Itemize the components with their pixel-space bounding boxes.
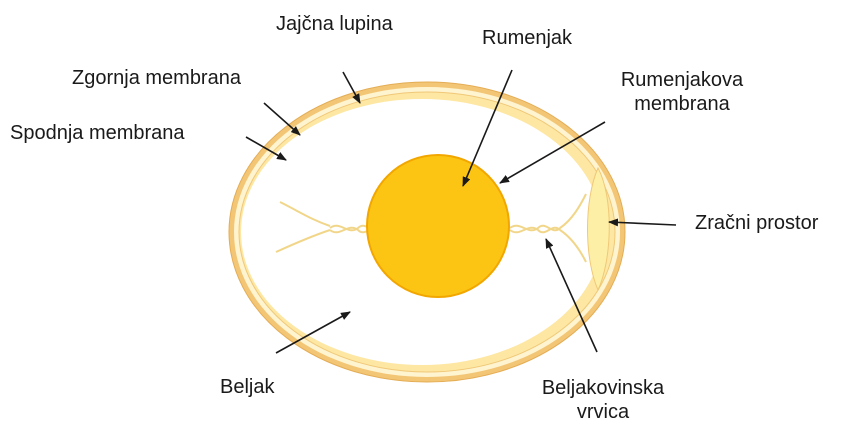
- label-shell: Jajčna lupina: [276, 12, 393, 36]
- label-chalaza-line1: Beljakovinska: [528, 376, 678, 400]
- label-albumen: Beljak: [220, 375, 274, 399]
- label-chalaza-line2: vrvica: [528, 400, 678, 424]
- label-yolk-membrane: Rumenjakova membrana: [612, 68, 752, 116]
- label-yolk-membrane-line2: membrana: [612, 92, 752, 116]
- label-yolk-membrane-line1: Rumenjakova: [612, 68, 752, 92]
- yolk: [367, 155, 509, 297]
- label-air-cell: Zračni prostor: [695, 211, 818, 235]
- label-yolk: Rumenjak: [482, 26, 572, 50]
- label-chalaza: Beljakovinska vrvica: [528, 376, 678, 424]
- label-inner-membrane: Spodnja membrana: [10, 121, 185, 145]
- label-outer-membrane: Zgornja membrana: [72, 66, 241, 90]
